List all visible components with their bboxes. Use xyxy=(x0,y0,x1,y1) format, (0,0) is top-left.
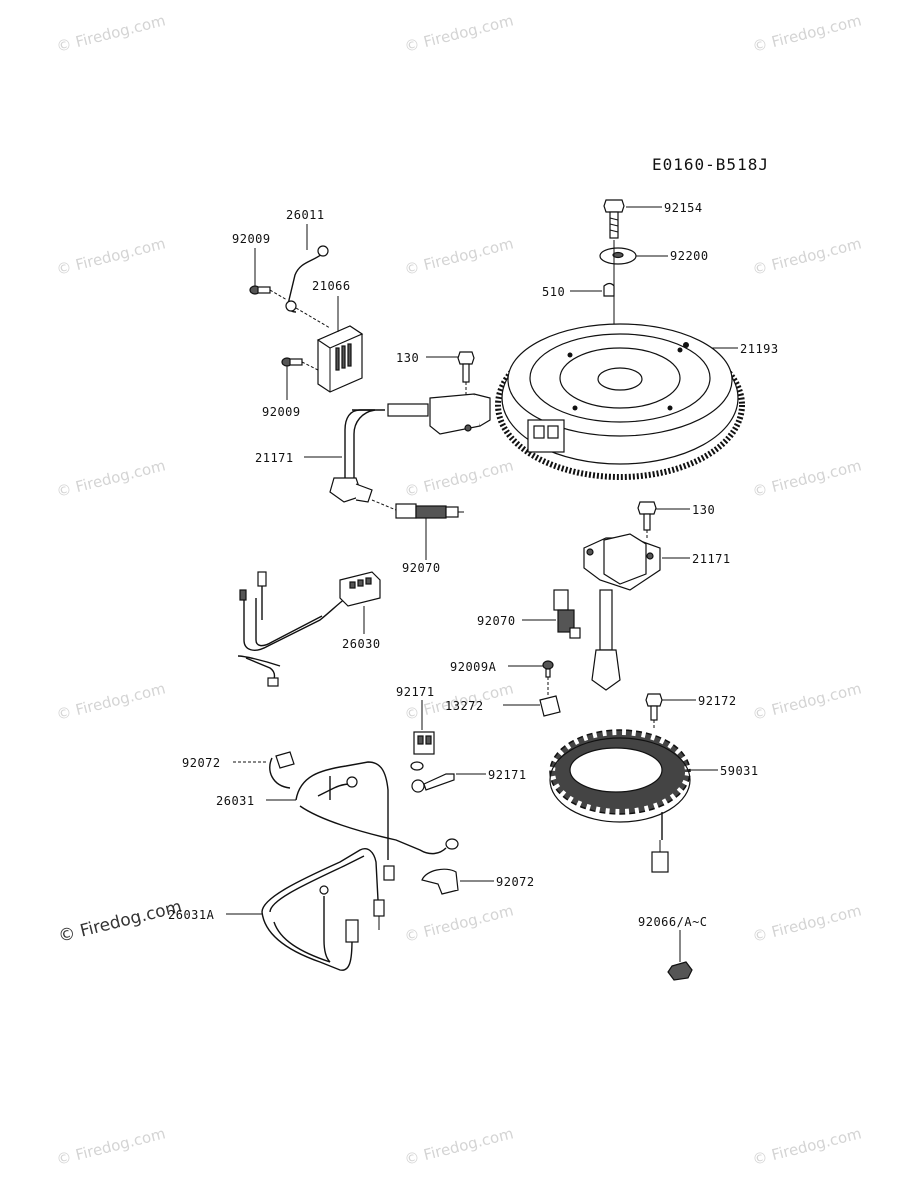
watermark: © Firedog.com xyxy=(55,456,168,500)
ignition-coil-left-group xyxy=(304,351,491,560)
bolt-130-icon xyxy=(637,501,657,531)
watermarks: © Firedog.com © Firedog.com © Firedog.co… xyxy=(55,11,864,1168)
part-label: 13272 xyxy=(445,699,484,713)
bracket-13272-icon xyxy=(539,695,561,717)
screw-92009-icon xyxy=(249,285,271,295)
terminal-92171-icon xyxy=(411,773,455,793)
spark-plug-92070-icon xyxy=(553,589,581,639)
watermark: © Firedog.com xyxy=(403,1124,516,1168)
nut-92066-icon xyxy=(667,961,693,981)
harness-26031A-group xyxy=(226,848,385,971)
watermark: © Firedog.com xyxy=(751,901,864,945)
part-label: 92009 xyxy=(262,405,301,419)
part-label: 26031 xyxy=(216,794,255,808)
part-label: 92066/A~C xyxy=(638,915,708,929)
screw-92172-icon xyxy=(645,693,663,721)
part-label: 92200 xyxy=(670,249,709,263)
clip-92072-icon xyxy=(269,751,295,789)
diagram-code: E0160-B518J xyxy=(652,155,769,174)
part-labels: 92154 92200 510 21193 130 26011 92009 21… xyxy=(168,201,779,929)
watermark: © Firedog.com xyxy=(55,11,168,55)
key-510-icon xyxy=(603,282,615,297)
part-label: 21171 xyxy=(692,552,731,566)
part-label: 21193 xyxy=(740,342,779,356)
part-label: 92070 xyxy=(402,561,441,575)
part-label: 21066 xyxy=(312,279,351,293)
part-label: 130 xyxy=(692,503,715,517)
harness-26031-group xyxy=(233,751,459,881)
watermark: © Firedog.com xyxy=(403,901,516,945)
watermark: © Firedog.com xyxy=(403,234,516,278)
stator-59031-icon xyxy=(545,725,695,873)
ignition-coil-right-group xyxy=(522,501,690,691)
watermark: © Firedog.com xyxy=(751,456,864,500)
part-label: 92009A xyxy=(450,660,497,674)
part-label: 59031 xyxy=(720,764,759,778)
flywheel-21193-icon xyxy=(495,323,745,480)
watermark: © Firedog.com xyxy=(751,11,864,55)
part-label: 92072 xyxy=(496,875,535,889)
ignition-coil-21171-icon xyxy=(329,393,491,503)
terminal-92171-icon xyxy=(413,731,435,755)
part-label: 26031A xyxy=(168,908,215,922)
clip-92072-icon xyxy=(421,868,459,895)
harness-26030-group xyxy=(237,571,381,687)
bolt-130-icon xyxy=(457,351,475,383)
part-label: 92171 xyxy=(488,768,527,782)
part-label: 21171 xyxy=(255,451,294,465)
part-label: 92072 xyxy=(182,756,221,770)
part-label: 92154 xyxy=(664,201,703,215)
part-label: 92009 xyxy=(232,232,271,246)
watermark: © Firedog.com xyxy=(403,11,516,55)
regulator-21066-icon xyxy=(316,325,364,393)
part-label: 92172 xyxy=(698,694,737,708)
bolt-92154-icon xyxy=(603,199,625,239)
nut-92066-group xyxy=(667,930,693,981)
spark-plug-92070-icon xyxy=(395,503,464,519)
part-label: 510 xyxy=(542,285,565,299)
regulator-group xyxy=(249,224,364,400)
part-label: 92171 xyxy=(396,685,435,699)
washer-92200-icon xyxy=(599,247,637,265)
watermark-dark: © Firedog.com xyxy=(56,897,184,947)
screw-92009-icon xyxy=(281,357,303,367)
connector-26030-icon xyxy=(339,571,381,607)
watermark: © Firedog.com xyxy=(55,679,168,723)
ignition-coil-21171-icon xyxy=(583,533,661,691)
bracket-group xyxy=(503,660,561,717)
flywheel-group xyxy=(495,199,745,480)
part-label: 26030 xyxy=(342,637,381,651)
part-label: 26011 xyxy=(286,208,325,222)
watermark: © Firedog.com xyxy=(751,679,864,723)
watermark: © Firedog.com xyxy=(403,456,516,500)
screw-92009A-icon xyxy=(542,660,554,678)
watermark: © Firedog.com xyxy=(751,1124,864,1168)
watermark: © Firedog.com xyxy=(55,234,168,278)
terminal-92171-group xyxy=(410,700,486,793)
stator-group xyxy=(545,693,718,873)
part-label: 130 xyxy=(396,351,419,365)
watermark: © Firedog.com xyxy=(55,1124,168,1168)
clip-92072-lower-group xyxy=(421,868,494,895)
watermark: © Firedog.com xyxy=(751,234,864,278)
part-label: 92070 xyxy=(477,614,516,628)
